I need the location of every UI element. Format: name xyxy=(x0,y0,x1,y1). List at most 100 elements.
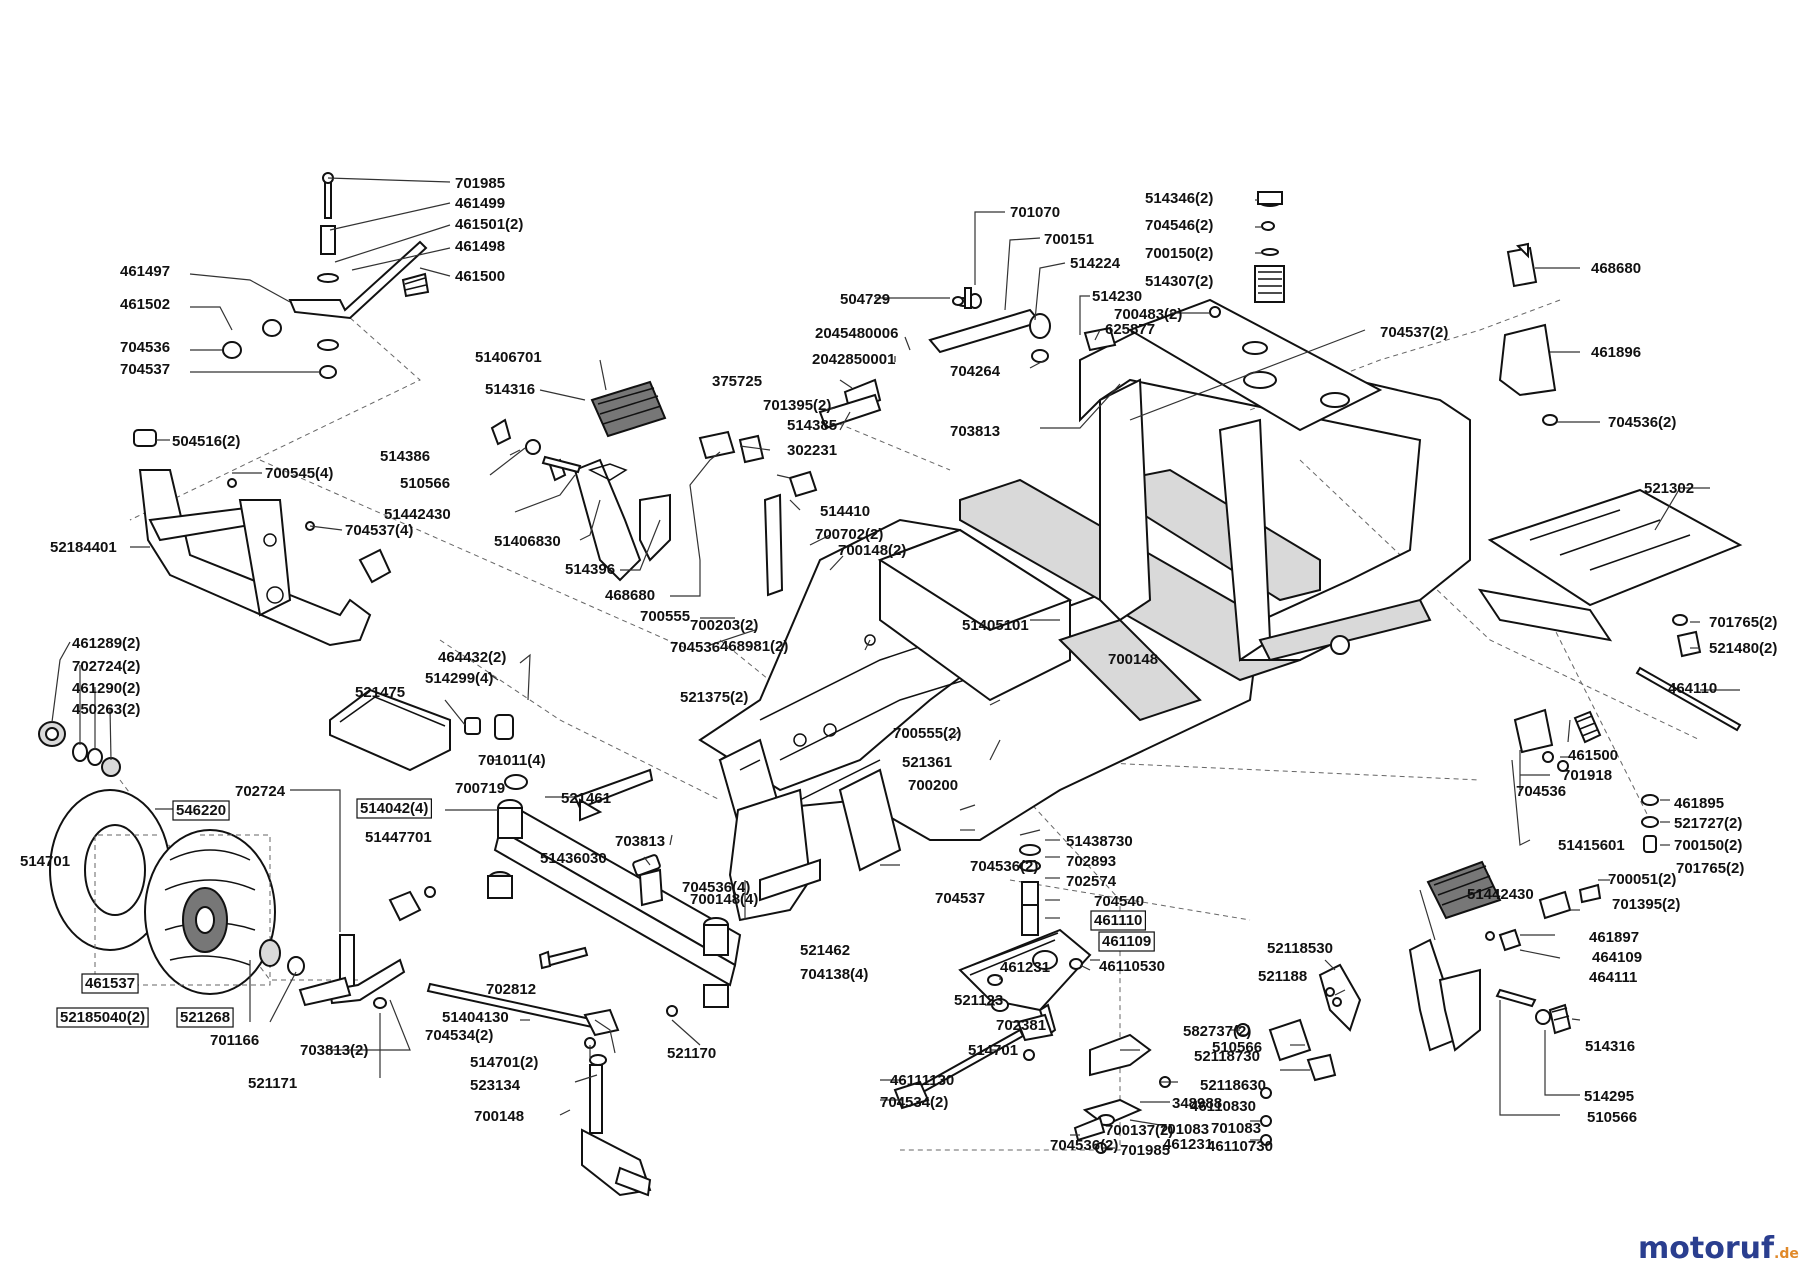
part-number: 464110 xyxy=(1668,680,1717,697)
part-label: 521375(2) xyxy=(680,689,748,706)
part-number: 700150(2) xyxy=(1145,245,1213,262)
part-label: 700200 xyxy=(908,777,958,794)
part-label: 701166 xyxy=(210,1032,259,1049)
part-label: 521123 xyxy=(954,992,1003,1009)
part-label: 704534(2) xyxy=(425,1027,493,1044)
main-chassis-frame xyxy=(698,298,1471,872)
part-label: 521475 xyxy=(355,684,405,701)
part-label: 51442430 xyxy=(384,506,451,523)
part-number: 461110 xyxy=(1094,912,1142,929)
part-label: 51404130 xyxy=(442,1009,509,1026)
part-label: 704537 xyxy=(120,361,170,378)
part-number: 700483(2) xyxy=(1114,306,1182,323)
part-number: 51405101 xyxy=(962,617,1029,634)
part-label: 701918 xyxy=(1562,767,1612,784)
part-number: 700151 xyxy=(1044,231,1094,248)
part-label: 514316 xyxy=(1585,1038,1635,1055)
part-number: 510566 xyxy=(400,475,450,492)
part-number: 302231 xyxy=(787,442,837,459)
part-number: 461231 xyxy=(1163,1136,1213,1153)
part-number: 700148(2) xyxy=(838,542,906,559)
part-label: 461290(2) xyxy=(72,680,140,697)
part-number: 464111 xyxy=(1589,969,1637,986)
part-label: 521727(2) xyxy=(1674,815,1742,832)
part-number: 701985 xyxy=(1120,1142,1170,1159)
part-label: 51447701 xyxy=(365,829,432,846)
part-label: 521361 xyxy=(902,754,952,771)
front-axle-assembly xyxy=(298,774,742,1197)
part-label: 701083 xyxy=(1211,1120,1261,1137)
part-label: 700203(2) xyxy=(690,617,758,634)
part-label: 514042(4) xyxy=(356,798,432,819)
part-number: 46110830 xyxy=(1190,1098,1256,1115)
part-number: 701070 xyxy=(1010,204,1060,221)
part-number: 450263(2) xyxy=(72,701,140,718)
part-number: 703813 xyxy=(950,423,1000,440)
part-label: 704536 xyxy=(120,339,170,356)
part-number: 514386 xyxy=(380,448,430,465)
part-number: 700702(2) xyxy=(815,526,883,543)
part-number: 52118530 xyxy=(1267,940,1333,957)
part-number: 700200 xyxy=(908,777,958,794)
part-label: 348988 xyxy=(1172,1095,1222,1112)
leader-lines xyxy=(51,177,1740,1149)
part-number: 51442430 xyxy=(1467,886,1534,903)
part-label: 464110 xyxy=(1668,680,1717,697)
part-number: 504516(2) xyxy=(172,433,240,450)
part-label-box xyxy=(1098,931,1155,952)
part-label: 701765(2) xyxy=(1676,860,1744,877)
part-number: 514701(2) xyxy=(470,1054,538,1071)
assembly-guide-lines xyxy=(119,299,1701,1151)
part-label: 51406830 xyxy=(494,533,561,550)
part-number: 461499 xyxy=(455,195,505,212)
part-label: 702893 xyxy=(1066,853,1116,870)
part-number: 46111130 xyxy=(890,1072,954,1089)
part-label: 46110730 xyxy=(1207,1138,1273,1155)
logo-suffix: .de xyxy=(1774,1246,1799,1262)
front-wheels xyxy=(38,721,305,995)
part-label: 461537 xyxy=(81,973,139,994)
part-label: 704537 xyxy=(935,890,985,907)
part-number: 514230 xyxy=(1092,288,1142,305)
part-label: 521461 xyxy=(561,790,611,807)
part-label: 701765(2) xyxy=(1709,614,1777,631)
part-number: 521462 xyxy=(800,942,850,959)
part-number: 521302 xyxy=(1644,480,1694,497)
part-label-box xyxy=(176,1007,234,1028)
part-number: 514385 xyxy=(787,417,837,434)
part-number: 700203(2) xyxy=(690,617,758,634)
part-label: 514346(2) xyxy=(1145,190,1213,207)
part-number: 521123 xyxy=(954,992,1003,1009)
part-number: 46110730 xyxy=(1207,1138,1273,1155)
part-label: 51406701 xyxy=(475,349,542,366)
part-label: 625877 xyxy=(1105,321,1155,338)
part-label: 704536 xyxy=(1516,783,1566,800)
part-label-box xyxy=(356,798,432,819)
part-number: 52185040(2) xyxy=(60,1009,145,1026)
part-label: 701083 xyxy=(1159,1121,1209,1138)
part-label: 704537(4) xyxy=(345,522,413,539)
part-number: 461896 xyxy=(1591,344,1641,361)
part-label: 52118630 xyxy=(1200,1077,1266,1094)
part-label: 51442430 xyxy=(1467,886,1534,903)
part-label: 461498 xyxy=(455,238,505,255)
part-label-box xyxy=(56,1007,149,1028)
part-label: 700148(4) xyxy=(690,891,758,908)
part-label: 700719 xyxy=(455,780,505,797)
part-label: 582737(2) xyxy=(1183,1023,1251,1040)
part-number: 700555 xyxy=(640,608,690,625)
part-number: 46110530 xyxy=(1099,958,1165,975)
part-number: 468981(2) xyxy=(720,638,788,655)
part-label: 521302 xyxy=(1644,480,1694,497)
part-label: 704536(4) xyxy=(682,879,750,896)
part-number: 514410 xyxy=(820,503,870,520)
part-number: 521361 xyxy=(902,754,952,771)
part-label: 701070 xyxy=(1010,204,1060,221)
part-number: 461501(2) xyxy=(455,216,523,233)
part-label: 468680 xyxy=(605,587,655,604)
part-number: 701395(2) xyxy=(763,397,831,414)
part-number: 521268 xyxy=(180,1009,230,1026)
part-label: 521188 xyxy=(1258,968,1307,985)
part-number: 461895 xyxy=(1674,795,1724,812)
